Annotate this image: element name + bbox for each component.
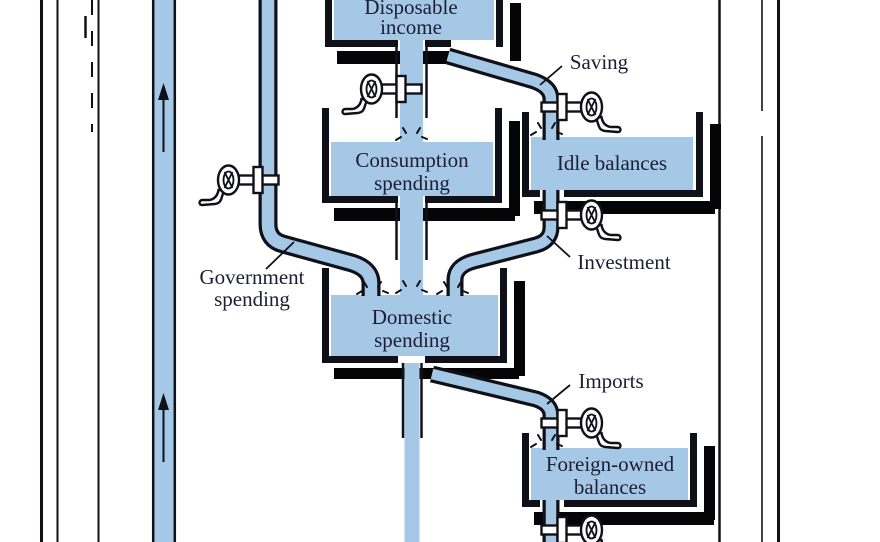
tank-domestic-spending: Domestic spending (322, 268, 525, 379)
label-investment: Investment (546, 235, 671, 274)
tank-label-line1: Consumption (355, 148, 469, 172)
tank-wall-right (690, 433, 697, 507)
left-return-pipes (40, 0, 100, 542)
riser-water (154, 0, 174, 542)
pipe-stream (449, 190, 557, 296)
tank-wall-bottom (522, 190, 540, 197)
tank-shadow (509, 121, 520, 216)
label-saving: Saving (539, 50, 629, 86)
tank-wall-bottom (564, 190, 703, 197)
tank-wall-bottom (322, 196, 398, 203)
tank-label-line2: spending (374, 328, 450, 352)
tank-shadow (514, 281, 525, 376)
tank-water (331, 295, 498, 356)
tank-water (331, 142, 493, 196)
tank-shadow (334, 208, 515, 221)
tank-foreign-owned-balances: Foreign-owned balances (522, 433, 715, 525)
pipe-stream (446, 50, 557, 140)
tank-label-line2: income (380, 15, 442, 39)
flow-label-text: Saving (570, 50, 629, 74)
tank-shadow (534, 512, 714, 525)
tank-shadow (704, 446, 715, 520)
tank-wall-bottom (564, 500, 697, 507)
up-arrow-icon (158, 83, 169, 152)
label-imports: Imports (546, 369, 644, 405)
tank-water (531, 448, 688, 500)
tank-water (531, 137, 693, 190)
pipe-stream (430, 368, 557, 450)
tank-consumption-spending: Consumption spending (322, 108, 520, 221)
tank-label-line1: Foreign-owned (546, 452, 675, 476)
label-government-spending: Government spending (200, 241, 305, 311)
tank-wall-left (522, 112, 529, 197)
pipe-investment (446, 190, 560, 296)
pipe-imports (430, 365, 560, 450)
pipe-domestic-outlet (401, 363, 423, 542)
pipe-consumption-to-domestic (395, 196, 428, 295)
income-riser-pipe (151, 0, 177, 542)
pipe-saving (445, 47, 560, 140)
tank-label-line2: balances (574, 475, 646, 499)
leader-line (546, 235, 571, 258)
tank-label-line1: Domestic (372, 305, 452, 329)
leader-line (539, 65, 563, 86)
tank-wall-left (325, 0, 332, 47)
tank-shadow (334, 368, 519, 379)
pipe-government-spending (258, 0, 381, 296)
tank-shadow (710, 124, 721, 209)
flow-label-text-line2: spending (214, 287, 290, 311)
tank-shadow (337, 51, 461, 64)
tank-wall-left (522, 433, 529, 507)
tank-shadow (510, 3, 521, 61)
leader-line (546, 384, 571, 405)
flow-label-text: Imports (578, 369, 643, 393)
pipe-stream (261, 0, 378, 296)
tank-wall-left (322, 108, 329, 203)
tank-wall-bottom (425, 356, 507, 363)
tank-wall-bottom (522, 500, 540, 507)
tank-wall-bottom (325, 40, 398, 47)
tank-wall-bottom (322, 356, 398, 363)
right-return-pipes (718, 0, 780, 542)
tank-wall-bottom (425, 196, 502, 203)
flow-label-text-line1: Government (200, 265, 305, 289)
tank-wall-left (322, 268, 329, 363)
tank-label-line1: Disposable (364, 0, 457, 19)
leader-line (265, 241, 295, 270)
tank-wall-right (495, 108, 502, 203)
tank-wall-bottom (425, 40, 451, 47)
pipe-stream (400, 196, 423, 295)
tank-label-line1: Idle balances (557, 151, 667, 175)
tank-wall-right (696, 112, 703, 197)
tank-water (334, 0, 494, 40)
tank-disposable-income: Disposable income (325, 0, 521, 64)
tank-wall-right (496, 0, 503, 47)
pipe-stream (404, 363, 420, 542)
flow-label-text: Investment (577, 250, 670, 274)
tank-label-line2: spending (374, 171, 450, 195)
tank-wall-right (500, 268, 507, 363)
up-arrow-icon (158, 393, 169, 462)
